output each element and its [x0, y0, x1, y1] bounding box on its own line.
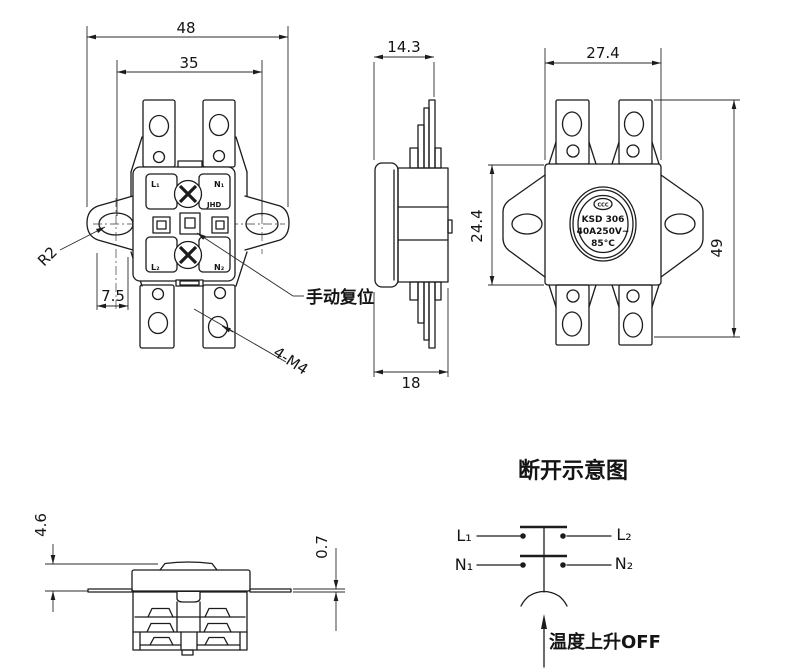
brand-label: JHD — [206, 201, 221, 209]
terminal-label-n1: N₁ — [214, 180, 225, 189]
flange-left — [87, 588, 133, 593]
side-dim-14-3-text: 14.3 — [387, 38, 420, 56]
rear-terminal-tabs-top — [548, 99, 660, 165]
bimetal-disc — [520, 590, 568, 607]
rear-ear-hole-right — [664, 213, 696, 235]
side-dim-18-text: 18 — [401, 374, 420, 392]
front-dim-35: 35 — [116, 54, 263, 216]
side-view: 14.3 18 — [373, 38, 453, 392]
thread-label-text: 4-M4 — [270, 343, 311, 378]
circuit-l1: L₁ — [456, 526, 471, 545]
rear-terminal-tabs-bottom — [548, 284, 660, 346]
cert-text: CCC — [597, 203, 608, 209]
circuit-title: 断开示意图 — [518, 458, 628, 484]
temperature-rise-arrow — [541, 614, 547, 668]
radius-label-text: R2 — [34, 243, 61, 270]
circuit-n2: N₂ — [615, 554, 633, 573]
rear-ear-left — [502, 174, 546, 278]
side-body — [374, 162, 453, 288]
bottom-base — [132, 591, 248, 656]
mounting-ear-right — [244, 195, 290, 251]
circuit-n1: N₁ — [455, 555, 473, 574]
front-dim-35-text: 35 — [179, 54, 198, 72]
rear-view: 27.4 CCC — [468, 44, 740, 346]
bottom-view: 4.6 — [32, 513, 345, 656]
rear-ear-hole-left — [511, 213, 543, 235]
screw-bottom — [173, 240, 203, 270]
leader-4m4: 4-M4 — [193, 308, 311, 379]
rear-dim-49: 49 — [654, 99, 740, 338]
front-mounting-flange — [86, 171, 290, 312]
side-terminals-bottom — [409, 281, 442, 349]
side-dim-14-3: 14.3 — [373, 38, 435, 160]
rating-text: 40A250V~ — [577, 227, 630, 237]
circuit-note: 温度上升OFF — [549, 631, 661, 653]
manual-reset-label-text: 手动复位 — [306, 287, 374, 308]
leader-manual-reset: 手动复位 — [196, 232, 374, 308]
rear-dim-27-4: 27.4 — [544, 44, 662, 160]
circuit-schematic: 断开示意图 L₁ L₂ N₁ N₂ 温度上升OFF — [455, 458, 661, 668]
front-face-plate: L₁ N₁ L₂ N₂ JHD — [132, 160, 236, 287]
front-terminal-tabs-top — [130, 99, 248, 173]
mounting-ear-left — [86, 195, 134, 251]
side-dim-18: 18 — [373, 288, 449, 392]
bottom-dim-4-6-text: 4.6 — [32, 513, 50, 537]
rear-ear-right — [660, 174, 704, 278]
rear-body: CCC KSD 306 40A250V~ 85°C — [502, 163, 704, 286]
temp-text: 85°C — [591, 239, 615, 249]
rear-dim-27-4-text: 27.4 — [586, 44, 619, 62]
rear-dim-49-text: 49 — [708, 238, 726, 257]
front-dim-48: 48 — [86, 19, 289, 207]
model-text: KSD 306 — [582, 215, 625, 225]
circuit-l2: L₂ — [616, 525, 631, 544]
bottom-dim-0-7: 0.7 — [293, 535, 345, 631]
front-view: 48 35 — [34, 19, 374, 379]
front-dim-7-5: 7.5 — [96, 253, 129, 310]
front-dim-48-text: 48 — [176, 19, 195, 37]
manual-reset-button — [179, 212, 201, 235]
front-terminal-tabs-bottom — [139, 284, 236, 349]
rear-dim-24-4-text: 24.4 — [468, 209, 486, 242]
leader-r2: R2 — [34, 226, 106, 270]
rear-dim-24-4: 24.4 — [468, 164, 544, 286]
rating-label-disc: CCC KSD 306 40A250V~ 85°C — [569, 186, 637, 262]
terminal-label-l1: L₁ — [151, 180, 160, 189]
bottom-cap — [87, 561, 292, 593]
bottom-dim-0-7-text: 0.7 — [313, 535, 331, 559]
side-terminals-top — [409, 99, 442, 169]
ccc-mark — [593, 197, 613, 211]
flange-right — [249, 588, 292, 593]
cap-dome — [159, 561, 218, 571]
screw-top — [173, 179, 203, 209]
front-dim-7-5-text: 7.5 — [101, 287, 125, 305]
bottom-dim-4-6: 4.6 — [32, 513, 158, 612]
terminal-label-l2: L₂ — [151, 263, 160, 272]
circuit-contacts — [476, 525, 612, 607]
terminal-label-n2: N₂ — [214, 263, 225, 272]
